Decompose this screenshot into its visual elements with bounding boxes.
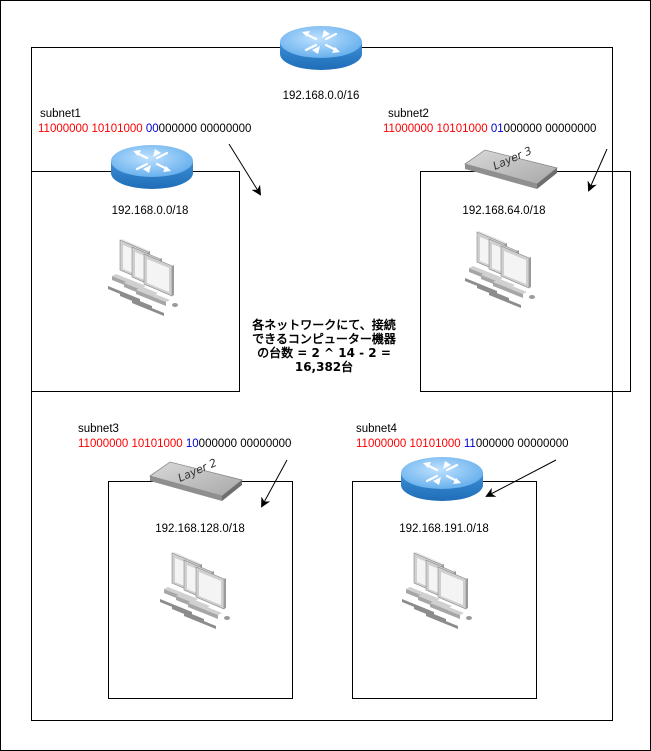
- subnet3-network-bits: 11000000 10101000: [78, 438, 186, 450]
- note-line-2: できるコンピューター機器: [252, 332, 396, 346]
- subnet3-label: subnet3: [78, 423, 119, 435]
- subnet4-address: 192.168.191.0/18: [399, 523, 489, 535]
- subnet3-address: 192.168.128.0/18: [155, 523, 245, 535]
- layer2-switch-icon: Layer 2: [149, 456, 243, 501]
- subnet4-label: subnet4: [356, 423, 397, 435]
- subnet4-bits: 11000000 10101000 11000000 00000000: [356, 438, 569, 450]
- subnet1-address: 192.168.0.0/18: [111, 205, 189, 217]
- note-line-3: の台数 = 2 ^ 14 - 2 =: [257, 346, 391, 360]
- subnet3-subnet-bits: 10: [185, 438, 199, 450]
- router-icon: [280, 26, 362, 70]
- subnet1-host-bits: 000000 00000000: [158, 123, 252, 135]
- note-line-1: 各ネットワークにて、接続: [252, 318, 396, 332]
- subnet3-bits: 11000000 10101000 10000000 00000000: [78, 438, 291, 450]
- subnet2-label: subnet2: [388, 108, 429, 120]
- computer-cluster-icon: [464, 230, 536, 309]
- router-icon: [401, 457, 483, 501]
- subnet3-arrow: [261, 459, 288, 508]
- subnet4-arrow: [485, 459, 557, 497]
- computer-cluster-icon: [159, 551, 231, 630]
- host-count-note: 各ネットワークにて、接続 できるコンピューター機器 の台数 = 2 ^ 14 -…: [236, 318, 412, 374]
- computer-cluster-icon: [108, 239, 178, 316]
- subnet1-label: subnet1: [40, 108, 81, 120]
- subnet1-network-bits: 11000000 10101000: [38, 123, 146, 135]
- subnet2-address: 192.168.64.0/18: [462, 205, 546, 217]
- subnet2-arrow: [587, 148, 608, 192]
- subnet2-bits: 11000000 10101000 01000000 00000000: [383, 123, 596, 135]
- router-icon: [111, 145, 193, 189]
- subnet2-host-bits: 000000 00000000: [503, 123, 597, 135]
- subnet4-subnet-bits: 11: [463, 438, 476, 450]
- subnet4-network-bits: 11000000 10101000: [356, 438, 464, 450]
- subnet1-subnet-bits: 00: [145, 123, 159, 135]
- note-line-4: 16,382台: [294, 360, 354, 374]
- subnet3-host-bits: 000000 00000000: [198, 438, 292, 450]
- subnet2-network-bits: 11000000 10101000: [383, 123, 491, 135]
- subnet4-host-bits: 000000 00000000: [475, 438, 569, 450]
- computer-cluster-icon: [401, 551, 473, 630]
- layer3-switch-icon: Layer 3: [464, 144, 558, 189]
- subnet2-subnet-bits: 01: [490, 123, 504, 135]
- subnet1-bits: 11000000 10101000 00000000 00000000: [38, 123, 251, 135]
- main-network-address: 192.168.0.0/16: [282, 90, 360, 102]
- subnet1-arrow: [228, 143, 262, 196]
